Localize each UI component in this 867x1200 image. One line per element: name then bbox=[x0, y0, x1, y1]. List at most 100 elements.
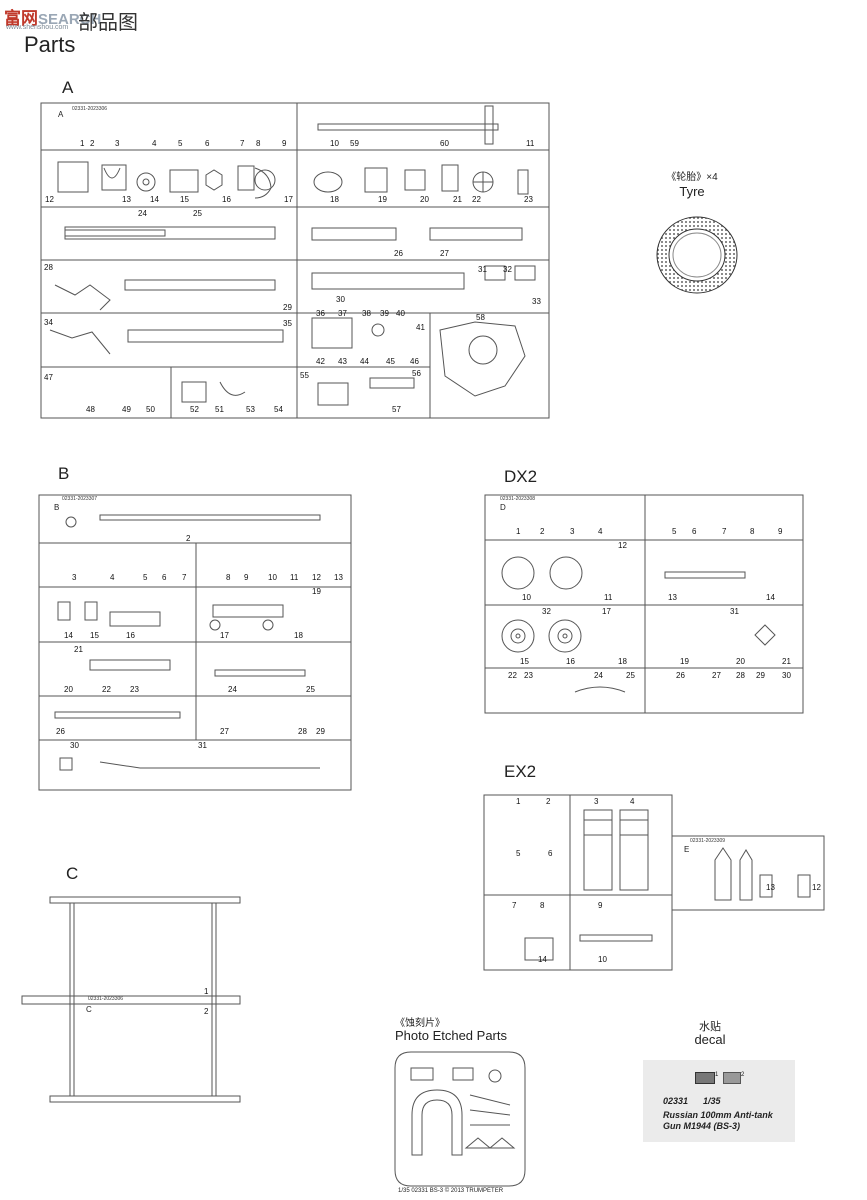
part-number: 24 bbox=[594, 671, 603, 680]
part-number: 13 bbox=[334, 573, 343, 582]
part-number: 44 bbox=[360, 357, 369, 366]
part-number: 31 bbox=[730, 607, 739, 616]
decal-line-2: Gun M1944 (BS-3) bbox=[663, 1121, 741, 1131]
part-number: 23 bbox=[130, 685, 139, 694]
part-number: 43 bbox=[338, 357, 347, 366]
part-number: 1 bbox=[80, 139, 85, 148]
part-number: 3 bbox=[594, 797, 599, 806]
part-number: 26 bbox=[394, 249, 403, 258]
part-number: 5 bbox=[516, 849, 521, 858]
part-number: 14 bbox=[538, 955, 547, 964]
photo-etched-fret bbox=[394, 1051, 526, 1187]
part-number: 7 bbox=[182, 573, 187, 582]
part-number: 14 bbox=[64, 631, 73, 640]
part-number: 48 bbox=[86, 405, 95, 414]
part-number: 59 bbox=[350, 139, 359, 148]
part-number: 12 bbox=[312, 573, 321, 582]
sprue-d bbox=[484, 494, 804, 714]
part-number: 15 bbox=[180, 195, 189, 204]
part-number: 15 bbox=[520, 657, 529, 666]
part-number: 51 bbox=[215, 405, 224, 414]
sprue-e bbox=[483, 794, 825, 971]
decal-sheet: 1 2 02331 1/35 Russian 100mm Anti-tank G… bbox=[643, 1060, 795, 1142]
part-number: 20 bbox=[420, 195, 429, 204]
part-number: 11 bbox=[604, 593, 613, 602]
part-number: 29 bbox=[316, 727, 325, 736]
sprue-a bbox=[40, 102, 550, 419]
part-number: 2 bbox=[546, 797, 551, 806]
part-number: 22 bbox=[102, 685, 111, 694]
part-number: 36 bbox=[316, 309, 325, 318]
part-number: 60 bbox=[440, 139, 449, 148]
sprue-a-tag: A bbox=[58, 110, 64, 119]
part-number: 6 bbox=[205, 139, 210, 148]
part-number: 30 bbox=[782, 671, 791, 680]
part-number: 8 bbox=[226, 573, 231, 582]
part-number: 21 bbox=[453, 195, 462, 204]
part-number: 10 bbox=[598, 955, 607, 964]
part-number: 13 bbox=[122, 195, 131, 204]
part-number: 27 bbox=[440, 249, 449, 258]
sprue-c-tag: C bbox=[86, 1005, 92, 1014]
part-number: 17 bbox=[284, 195, 293, 204]
part-number: 3 bbox=[72, 573, 77, 582]
part-number: 45 bbox=[386, 357, 395, 366]
part-number: 46 bbox=[410, 357, 419, 366]
part-number: 53 bbox=[246, 405, 255, 414]
part-number: 30 bbox=[336, 295, 345, 304]
sprue-e-label: EX2 bbox=[504, 762, 537, 781]
part-number: 26 bbox=[676, 671, 685, 680]
part-number: 4 bbox=[110, 573, 115, 582]
part-number: 32 bbox=[503, 265, 512, 274]
part-number: 18 bbox=[618, 657, 627, 666]
part-number: 3 bbox=[115, 139, 120, 148]
part-number: 31 bbox=[198, 741, 207, 750]
sprue-e-code: 02331-2023309 bbox=[690, 838, 725, 844]
part-number: 4 bbox=[630, 797, 635, 806]
part-number: 28 bbox=[44, 263, 53, 272]
part-number: 55 bbox=[300, 371, 309, 380]
part-number: 9 bbox=[244, 573, 249, 582]
part-number: 6 bbox=[548, 849, 553, 858]
part-number: 14 bbox=[766, 593, 775, 602]
part-number: 21 bbox=[74, 645, 83, 654]
part-number: 40 bbox=[396, 309, 405, 318]
part-number: 5 bbox=[143, 573, 148, 582]
part-number: 15 bbox=[90, 631, 99, 640]
part-number: 41 bbox=[416, 323, 425, 332]
sprue-b bbox=[38, 494, 352, 791]
part-number: 26 bbox=[56, 727, 65, 736]
part-number: 39 bbox=[380, 309, 389, 318]
part-number: 5 bbox=[672, 527, 677, 536]
part-number: 25 bbox=[193, 209, 202, 218]
part-number: 16 bbox=[126, 631, 135, 640]
part-number: 1 bbox=[516, 527, 521, 536]
sprue-c bbox=[21, 896, 241, 1103]
part-number: 35 bbox=[283, 319, 292, 328]
part-number: 2 bbox=[186, 534, 191, 543]
part-number: 47 bbox=[44, 373, 53, 382]
decal-label: decal bbox=[694, 1032, 726, 1047]
sprue-c-label: C bbox=[66, 864, 79, 883]
part-number: 22 bbox=[508, 671, 517, 680]
part-number: 7 bbox=[512, 901, 517, 910]
tyre-label-cn: 《轮胎》×4 bbox=[666, 172, 718, 183]
pe-label: Photo Etched Parts bbox=[394, 1028, 507, 1043]
part-number: 34 bbox=[44, 318, 53, 327]
part-number: 23 bbox=[524, 671, 533, 680]
part-number: 12 bbox=[45, 195, 54, 204]
part-number: 18 bbox=[330, 195, 339, 204]
part-number: 27 bbox=[220, 727, 229, 736]
decal-line-1: Russian 100mm Anti-tank bbox=[663, 1110, 773, 1120]
decal-1 bbox=[695, 1072, 715, 1084]
part-number: 4 bbox=[598, 527, 603, 536]
part-number: 24 bbox=[138, 209, 147, 218]
part-number: 33 bbox=[532, 297, 541, 306]
decal-2 bbox=[723, 1072, 741, 1084]
part-number: 2 bbox=[204, 1007, 209, 1016]
sprue-a-code: 02331-2023306 bbox=[72, 106, 107, 112]
part-number: 28 bbox=[736, 671, 745, 680]
part-number: 29 bbox=[283, 303, 292, 312]
part-number: 22 bbox=[472, 195, 481, 204]
decal-code: 02331 1/35 bbox=[663, 1096, 721, 1106]
